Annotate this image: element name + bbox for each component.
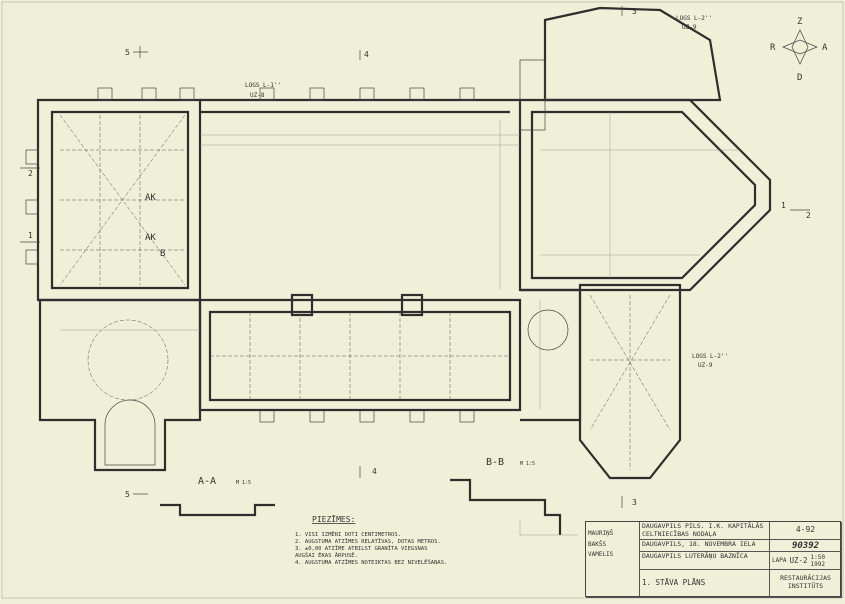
svg-text:A-A: A-A	[198, 476, 216, 487]
object-name: DAUGAVPILS LUTERĀŅU BAZNĪCA	[640, 552, 770, 570]
signature: MAURIŅŠ	[588, 530, 614, 537]
spiral-stair-east	[527, 309, 569, 351]
pillar	[400, 293, 424, 317]
svg-text:A: A	[822, 43, 828, 53]
chapel-vault	[589, 294, 671, 470]
svg-text:3: 3	[632, 7, 637, 16]
client: DAUGAVPILS PILS. I.K. KAPITĀLĀS CELTNIEC…	[640, 522, 770, 540]
sheet-info: LAPA UZ-2 1:50 1992	[770, 552, 842, 570]
signatures: MAURIŅŠ BAKŠS VAMELIS	[586, 522, 640, 598]
svg-text:PIEZĪMES:: PIEZĪMES:	[312, 514, 355, 524]
svg-text:LOGS L-1'': LOGS L-1''	[245, 82, 281, 89]
signature: VAMELIS	[588, 551, 614, 558]
svg-text:M 1:5: M 1:5	[236, 480, 251, 486]
east-apse	[518, 98, 772, 292]
institute: RESTAURĀCIJAS INSTITŪTS	[770, 570, 842, 598]
sheet-label: LAPA	[772, 557, 787, 564]
svg-text:D: D	[797, 73, 802, 83]
stair-hall	[519, 59, 546, 131]
svg-text:4: 4	[364, 50, 369, 59]
svg-text:4: 4	[372, 467, 377, 476]
svg-text:UZ-9: UZ-9	[682, 24, 697, 31]
svg-text:1: 1	[781, 201, 786, 210]
svg-text:4. AUGSTUMA ATZĪMES NOTEIKTAS: 4. AUGSTUMA ATZĪMES NOTEIKTAS BEZ NIVELĒ…	[295, 559, 447, 566]
svg-text:AUGŠAI ĒKAS ĀRPUSĒ.: AUGŠAI ĒKAS ĀRPUSĒ.	[295, 552, 358, 559]
southeast-chapel	[578, 283, 682, 480]
plan-labels: AK AK B	[145, 193, 165, 259]
svg-text:2: 2	[806, 211, 811, 220]
window-labels: LOGS L-1'' UZ-8 LOGS L-2'' UZ-9 LOGS L-2''…	[245, 15, 728, 369]
svg-text:UZ-8: UZ-8	[250, 92, 265, 99]
compass-rose: Z D R A	[770, 17, 828, 83]
dimension-lines	[60, 120, 541, 410]
svg-text:M 1:5: M 1:5	[520, 461, 535, 467]
svg-text:5: 5	[125, 48, 130, 57]
stair-vault	[87, 319, 169, 401]
year: 1992	[810, 560, 825, 568]
scale-year: 1:50 1992	[811, 554, 825, 568]
scale: 1:50	[810, 553, 825, 561]
apse-dimensions	[540, 112, 740, 278]
svg-text:Z: Z	[797, 17, 803, 27]
signature: BAKŠS	[588, 540, 607, 548]
order-number: 4-92	[770, 522, 842, 540]
nave-south-block	[198, 298, 522, 412]
east-stair-block	[520, 288, 582, 422]
svg-text:LOGS L-2'': LOGS L-2''	[692, 353, 728, 360]
svg-text:1: 1	[28, 231, 33, 240]
svg-text:B: B	[160, 249, 165, 259]
section-a-a: A-A M 1:5	[160, 476, 275, 517]
title-block: MAURIŅŠ BAKŠS VAMELIS DAUGAVPILS PILS. I…	[585, 521, 842, 598]
notes: PIEZĪMES: 1. VISI IZMĒRI DOTI CENTIMETRO…	[295, 514, 447, 566]
svg-text:UZ-9: UZ-9	[698, 362, 713, 369]
svg-text:R: R	[770, 43, 776, 53]
svg-text:5: 5	[125, 490, 130, 499]
svg-text:AK: AK	[145, 193, 156, 203]
svg-text:LOGS L-2'': LOGS L-2''	[676, 15, 712, 22]
svg-text:2. AUGSTUMA ATZĪMES RELATĪVAS,: 2. AUGSTUMA ATZĪMES RELATĪVAS, DOTAS MET…	[295, 538, 441, 545]
pillar	[290, 293, 314, 317]
nave-north-wall	[200, 98, 520, 114]
svg-text:3. ±0,00 ATZĪME ATBILST GRANĪT: 3. ±0,00 ATZĪME ATBILST GRANĪTA VIEGSNAS	[295, 545, 427, 552]
section-b-b: B-B M 1:5	[450, 457, 578, 536]
spiral-stair	[104, 399, 156, 466]
svg-text:2: 2	[28, 169, 33, 178]
section-markers: 5 4 3 2 1 5 4 3 1 2	[20, 6, 811, 508]
sheet-number: UZ-2	[789, 556, 808, 565]
archive-number: 90392	[770, 540, 842, 552]
drawing-title: 1. STĀVA PLĀNS	[640, 570, 770, 598]
address: DAUGAVPILS, 18. NOVEMBRA IELA	[640, 540, 770, 552]
svg-text:3: 3	[632, 498, 637, 507]
left-wing-vaults	[59, 114, 186, 286]
southwest-tower	[38, 298, 202, 472]
svg-text:1. VISI IZMĒRI DOTI CENTIMETRO: 1. VISI IZMĒRI DOTI CENTIMETROS.	[295, 531, 401, 538]
south-nave-vaults	[210, 312, 510, 400]
buttresses	[25, 87, 475, 423]
svg-text:B-B: B-B	[486, 457, 504, 468]
svg-text:AK: AK	[145, 233, 156, 243]
